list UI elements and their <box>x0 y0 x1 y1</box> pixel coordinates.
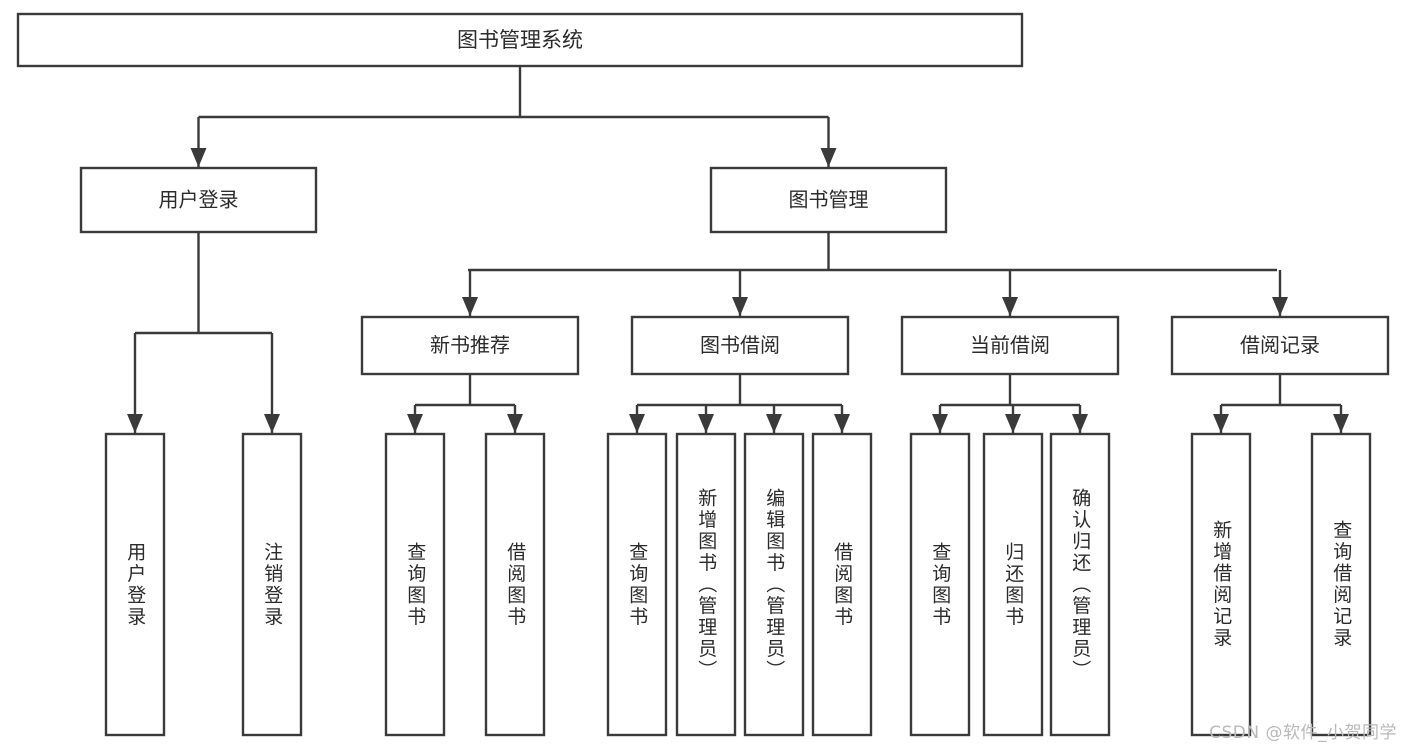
node-box-leaf-query-book-1[interactable] <box>384 432 446 737</box>
node-label-book-manage: 图书管理 <box>789 188 869 212</box>
arrow-to-leaf-add-book <box>698 414 714 433</box>
node-box-leaf-borrow-book-1[interactable] <box>484 432 546 737</box>
arrow-to-book-manage <box>820 148 837 167</box>
arrow-to-book-borrow <box>732 297 748 316</box>
node-box-borrow-record[interactable] <box>1170 315 1390 376</box>
arrow-to-new-book-rec <box>462 297 478 316</box>
node-box-leaf-borrow-book-2[interactable] <box>811 432 873 737</box>
arrow-to-leaf-edit-book <box>766 414 782 433</box>
node-box-leaf-add-record[interactable] <box>1190 432 1252 737</box>
arrow-to-leaf-borrow-book-1 <box>507 414 523 433</box>
node-label-current-borrow: 当前借阅 <box>970 333 1050 357</box>
arrow-to-leaf-logout <box>264 414 280 433</box>
node-box-leaf-query-book-3[interactable] <box>909 432 971 737</box>
arrow-to-leaf-add-record <box>1213 414 1229 433</box>
arrow-to-user-login <box>190 148 207 167</box>
node-label-user-login: 用户登录 <box>159 188 239 212</box>
arrow-to-leaf-confirm-return <box>1072 414 1088 433</box>
node-label-new-book-rec: 新书推荐 <box>430 333 510 357</box>
node-box-leaf-query-book-2[interactable] <box>606 432 668 737</box>
node-box-leaf-add-book[interactable] <box>675 432 737 737</box>
node-box-new-book-rec[interactable] <box>360 315 580 376</box>
arrow-to-borrow-record <box>1272 297 1288 316</box>
node-box-leaf-user-login[interactable] <box>104 432 166 737</box>
root-node-box[interactable] <box>16 12 1024 68</box>
node-box-leaf-return-book[interactable] <box>982 432 1044 737</box>
arrow-to-leaf-query-book-1 <box>407 414 423 433</box>
root-node-label: 图书管理系统 <box>457 28 583 52</box>
arrow-to-leaf-query-book-3 <box>932 414 948 433</box>
node-box-leaf-logout[interactable] <box>241 432 303 737</box>
arrow-to-leaf-query-record <box>1333 414 1349 433</box>
arrow-to-leaf-user-login <box>127 414 143 433</box>
arrow-to-leaf-query-book-2 <box>629 414 645 433</box>
node-box-book-borrow[interactable] <box>630 315 850 376</box>
csdn-watermark: CSDN @软件_小贺同学 <box>1209 723 1397 743</box>
node-box-leaf-edit-book[interactable] <box>743 432 805 737</box>
arrow-to-leaf-return-book <box>1005 414 1021 433</box>
arrow-to-leaf-borrow-book-2 <box>834 414 850 433</box>
node-box-book-manage[interactable] <box>709 166 948 234</box>
node-box-current-borrow[interactable] <box>900 315 1120 376</box>
node-label-borrow-record: 借阅记录 <box>1240 333 1320 357</box>
node-box-leaf-confirm-return[interactable] <box>1049 432 1111 737</box>
node-box-user-login[interactable] <box>79 166 318 234</box>
node-label-book-borrow: 图书借阅 <box>700 333 780 357</box>
node-box-leaf-query-record[interactable] <box>1310 432 1372 737</box>
arrow-to-current-borrow <box>1002 297 1018 316</box>
